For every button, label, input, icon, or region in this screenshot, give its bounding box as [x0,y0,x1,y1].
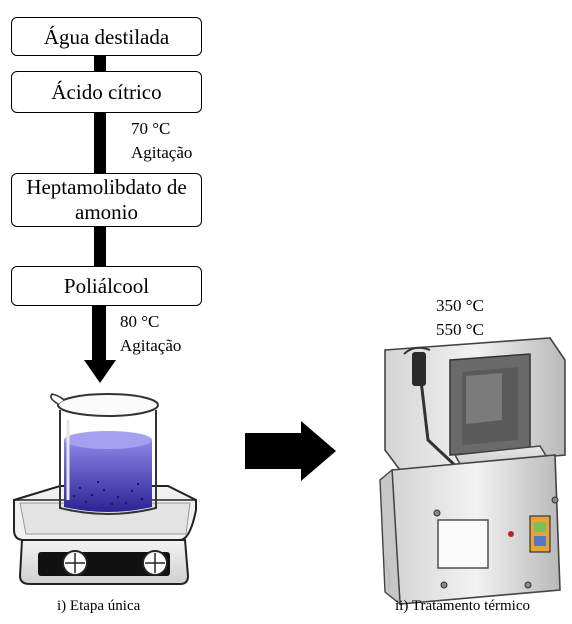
connector-bar [92,306,106,362]
condition-temperature: 80 °C [120,312,160,331]
connector-bar [94,226,106,266]
furnace-temperature: 350 °C [436,296,484,315]
condition-action: Agitação [131,143,193,162]
down-arrow-head [84,360,116,383]
step-box-polialcool: Poliálcool [11,266,202,306]
right-arrow-icon [245,421,336,481]
step-label: Poliálcool [63,274,150,298]
step-box-heptamolibdato: Heptamolibdato de amonio [11,173,202,227]
caption-stage-2: ii) Tratamento térmico [395,598,530,614]
step-box-acido-citrico: Ácido cítrico [11,71,202,113]
connector-bar [94,113,106,173]
step-label: Heptamolibdato de amonio [26,175,187,224]
furnace-temperature: 550 °C [436,320,484,339]
step-box-agua-destilada: Água destilada [11,17,202,56]
connector-bar [94,55,106,71]
condition-temperature: 70 °C [131,119,171,138]
step-label: Ácido cítrico [51,80,162,104]
condition-action: Agitação [120,336,182,355]
step-label: Água destilada [43,24,170,49]
caption-stage-1: i) Etapa única [57,598,141,614]
